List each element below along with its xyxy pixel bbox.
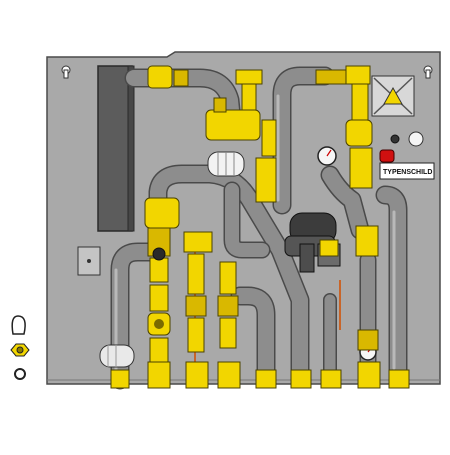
warning-label-plate xyxy=(371,75,415,117)
wall-keyhole-icon xyxy=(423,65,433,79)
thermostatic-valve xyxy=(99,344,135,368)
heat-exchanger xyxy=(97,65,135,232)
nameplate-label: TYPENSCHILD xyxy=(383,169,432,176)
mixing-valve-actuator xyxy=(207,151,245,177)
nameplate: TYPENSCHILD xyxy=(379,162,435,180)
o-ring xyxy=(14,368,26,380)
warning-triangle-icon xyxy=(383,86,403,105)
brass-fittings xyxy=(144,65,379,363)
brass-nut xyxy=(10,343,30,357)
safety-valve-knob xyxy=(379,149,395,163)
mounting-panel xyxy=(46,51,441,385)
bottom-connections xyxy=(110,361,410,389)
white-disc xyxy=(390,131,424,147)
cable-tie xyxy=(11,315,26,335)
wall-bracket xyxy=(77,246,101,276)
gauge-icon xyxy=(317,146,337,166)
loose-parts xyxy=(10,315,30,380)
wall-keyhole-icon xyxy=(61,65,71,79)
pipe-network xyxy=(110,66,408,390)
